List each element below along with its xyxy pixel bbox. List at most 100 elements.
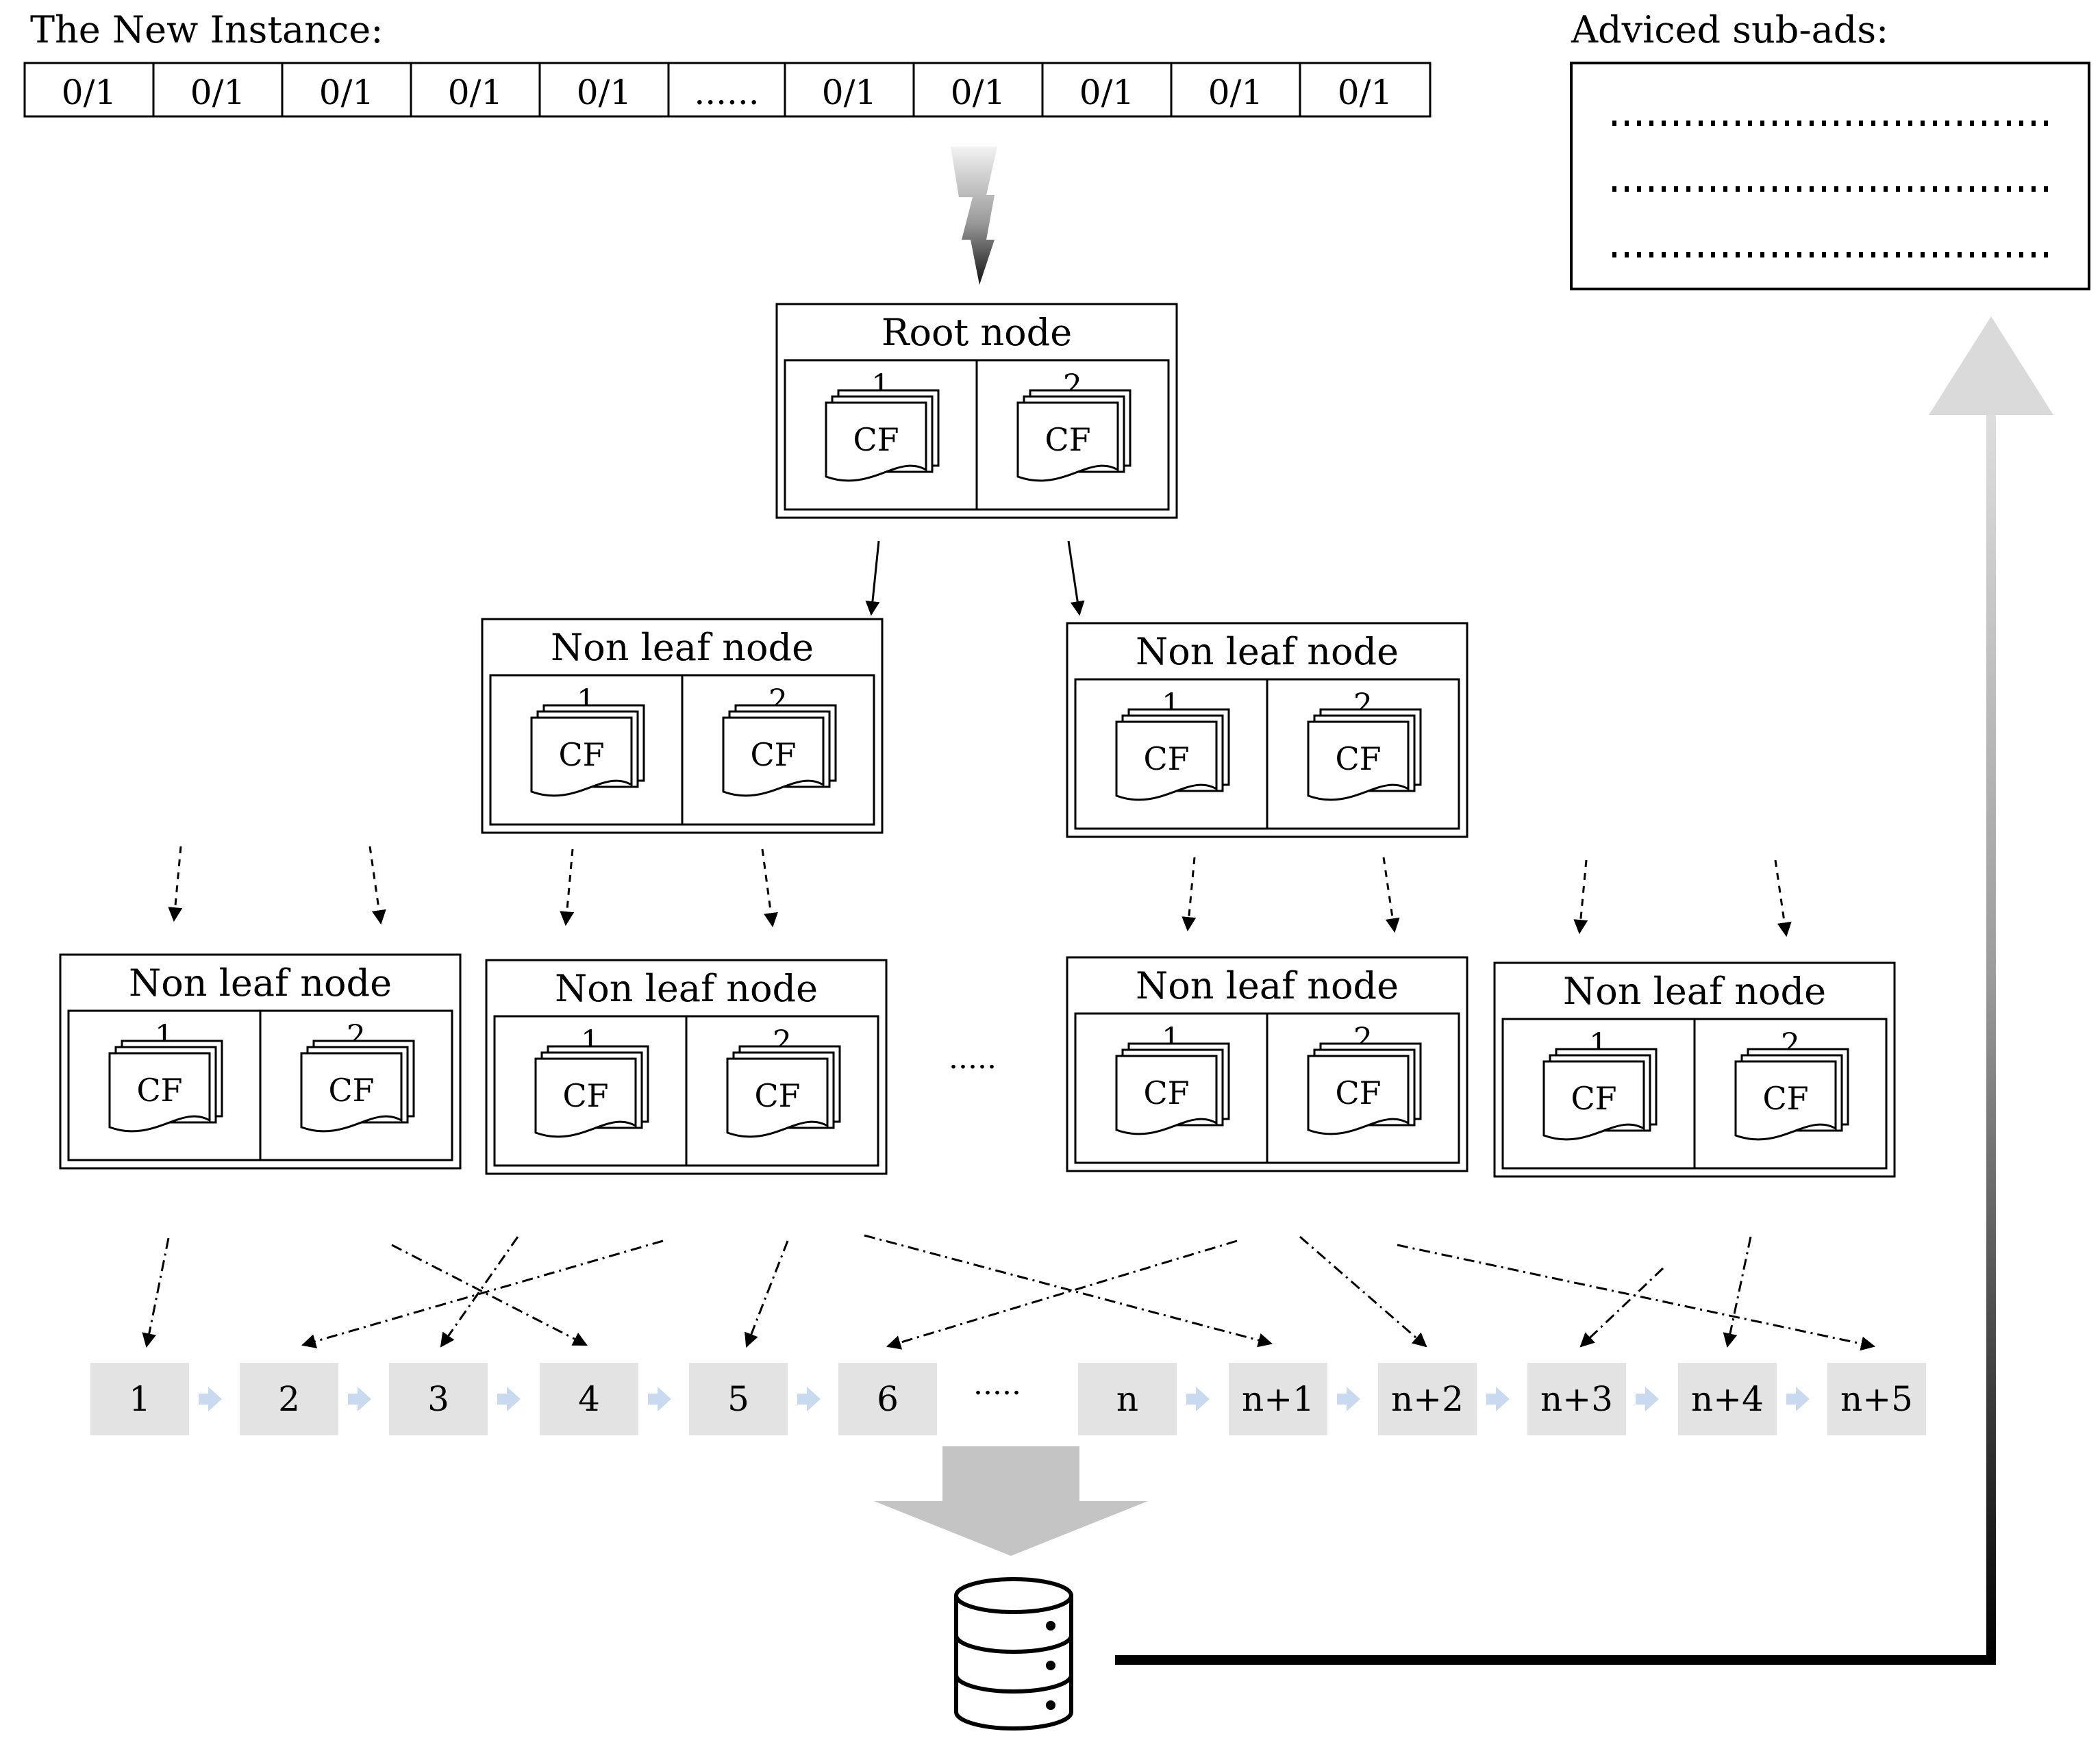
leaf-ad-label: 3 <box>427 1379 449 1419</box>
new-instance-title: The New Instance: <box>30 8 383 51</box>
next-arrow-icon <box>497 1387 521 1411</box>
leaf-ad-label: 2 <box>278 1379 300 1419</box>
advised-sub-ads: Adviced sub-ads: <box>1570 8 2090 290</box>
leaf-ad <box>1078 1363 1177 1435</box>
arrow-l2-10 <box>1723 1236 1752 1348</box>
cf-label: CF <box>853 421 899 458</box>
arrow-l2-3 <box>440 1236 519 1348</box>
node-title: Non leaf node <box>1136 630 1399 673</box>
return-arrow <box>1115 316 2053 1665</box>
cf-label: CF <box>754 1077 800 1114</box>
down-arrow-icon <box>874 1446 1148 1556</box>
root-to-level1-arrows <box>865 540 1085 616</box>
document-front <box>1734 1060 1837 1141</box>
node-title: Root node <box>882 311 1072 354</box>
document-stack-icon: CF <box>726 1045 841 1138</box>
arrow-l1-g <box>1573 859 1588 935</box>
instance-cell: 0/1 <box>822 73 877 112</box>
return-arrow-line <box>1115 411 1996 1665</box>
document-front <box>1016 401 1119 482</box>
level1-to-level2-arrows <box>168 846 1792 938</box>
document-front <box>108 1052 211 1133</box>
next-arrow-icon <box>1786 1387 1810 1411</box>
document-stack-icon: CF <box>722 704 837 797</box>
leaf-ad-label: n <box>1116 1379 1138 1419</box>
cf-label: CF <box>750 736 796 773</box>
arrow-l2-1 <box>142 1237 170 1348</box>
document-stack-icon: CF <box>1115 1042 1230 1135</box>
document-front <box>722 716 825 797</box>
leaf-ad <box>540 1363 638 1435</box>
cf-label: CF <box>1762 1080 1808 1117</box>
arrow-l2-6 <box>886 1240 1238 1350</box>
arrow-l1-c <box>560 848 575 927</box>
level2-to-leaf-arrows <box>142 1234 1876 1351</box>
arrow-l1-d <box>761 848 778 928</box>
lightning-icon <box>951 147 997 285</box>
instance-cell: 0/1 <box>577 73 632 112</box>
advised-box <box>1570 62 2090 290</box>
next-arrow-icon <box>797 1387 821 1411</box>
cf-label: CF <box>1143 1074 1189 1111</box>
document-front <box>825 401 927 482</box>
leaf-ad-label: 6 <box>877 1379 899 1419</box>
leaf-ad <box>389 1363 488 1435</box>
node-title: Non leaf node <box>129 961 392 1005</box>
leaf-ad <box>90 1363 189 1435</box>
document-stack-icon: CF <box>534 1045 649 1138</box>
next-arrow-icon <box>1337 1387 1360 1411</box>
cf-label: CF <box>136 1072 182 1109</box>
advised-title: Adviced sub-ads: <box>1571 8 1888 51</box>
next-arrow-icon <box>199 1387 222 1411</box>
return-arrowhead-icon <box>1929 316 2053 415</box>
leaf-ad <box>1378 1363 1477 1435</box>
arrow-root-left <box>865 540 880 616</box>
node-gap-ellipsis: ..... <box>949 1041 997 1076</box>
document-stack-icon: CF <box>530 704 645 797</box>
document-stack-icon: CF <box>108 1040 223 1133</box>
instance-cell: 0/1 <box>62 73 116 112</box>
instance-cell: 0/1 <box>448 73 503 112</box>
document-front <box>1115 720 1218 801</box>
leaf-ad <box>838 1363 937 1435</box>
arrow-l2-4 <box>391 1244 588 1346</box>
leaf-ad-label: n+3 <box>1540 1379 1613 1419</box>
node-title: Non leaf node <box>1136 964 1399 1007</box>
arrow-l1-a <box>168 846 183 922</box>
arrow-l1-h <box>1774 859 1792 938</box>
cf-label: CF <box>1571 1080 1616 1117</box>
leaf-ad <box>689 1363 788 1435</box>
document-stack-icon: CF <box>1016 389 1132 482</box>
arrow-l2-5 <box>745 1240 789 1348</box>
document-stack-icon: CF <box>1307 1042 1422 1135</box>
instance-cell: 0/1 <box>190 73 245 112</box>
document-stack-icon: CF <box>1734 1048 1849 1141</box>
document-front <box>534 1057 637 1138</box>
database-icon <box>954 1577 1073 1731</box>
next-arrow-icon <box>348 1387 371 1411</box>
arrow-l2-7 <box>864 1234 1273 1348</box>
leaf-ad <box>1229 1363 1327 1435</box>
arrow-l1-e <box>1182 857 1197 932</box>
leaf-ad-label: n+2 <box>1391 1379 1464 1419</box>
leaf-ad <box>1678 1363 1777 1435</box>
document-front <box>1542 1060 1645 1141</box>
document-front <box>1307 1055 1410 1135</box>
instance-cell: 0/1 <box>951 73 1005 112</box>
arrow-l2-8 <box>1299 1235 1427 1348</box>
document-front <box>726 1057 829 1138</box>
document-stack-icon: CF <box>1542 1048 1658 1141</box>
next-arrow-icon <box>1486 1387 1510 1411</box>
leaf-ad-label: 5 <box>727 1379 749 1419</box>
instance-cell: 0/1 <box>1208 73 1263 112</box>
cf-label: CF <box>1335 740 1381 777</box>
instance-cell: 0/1 <box>1079 73 1134 112</box>
